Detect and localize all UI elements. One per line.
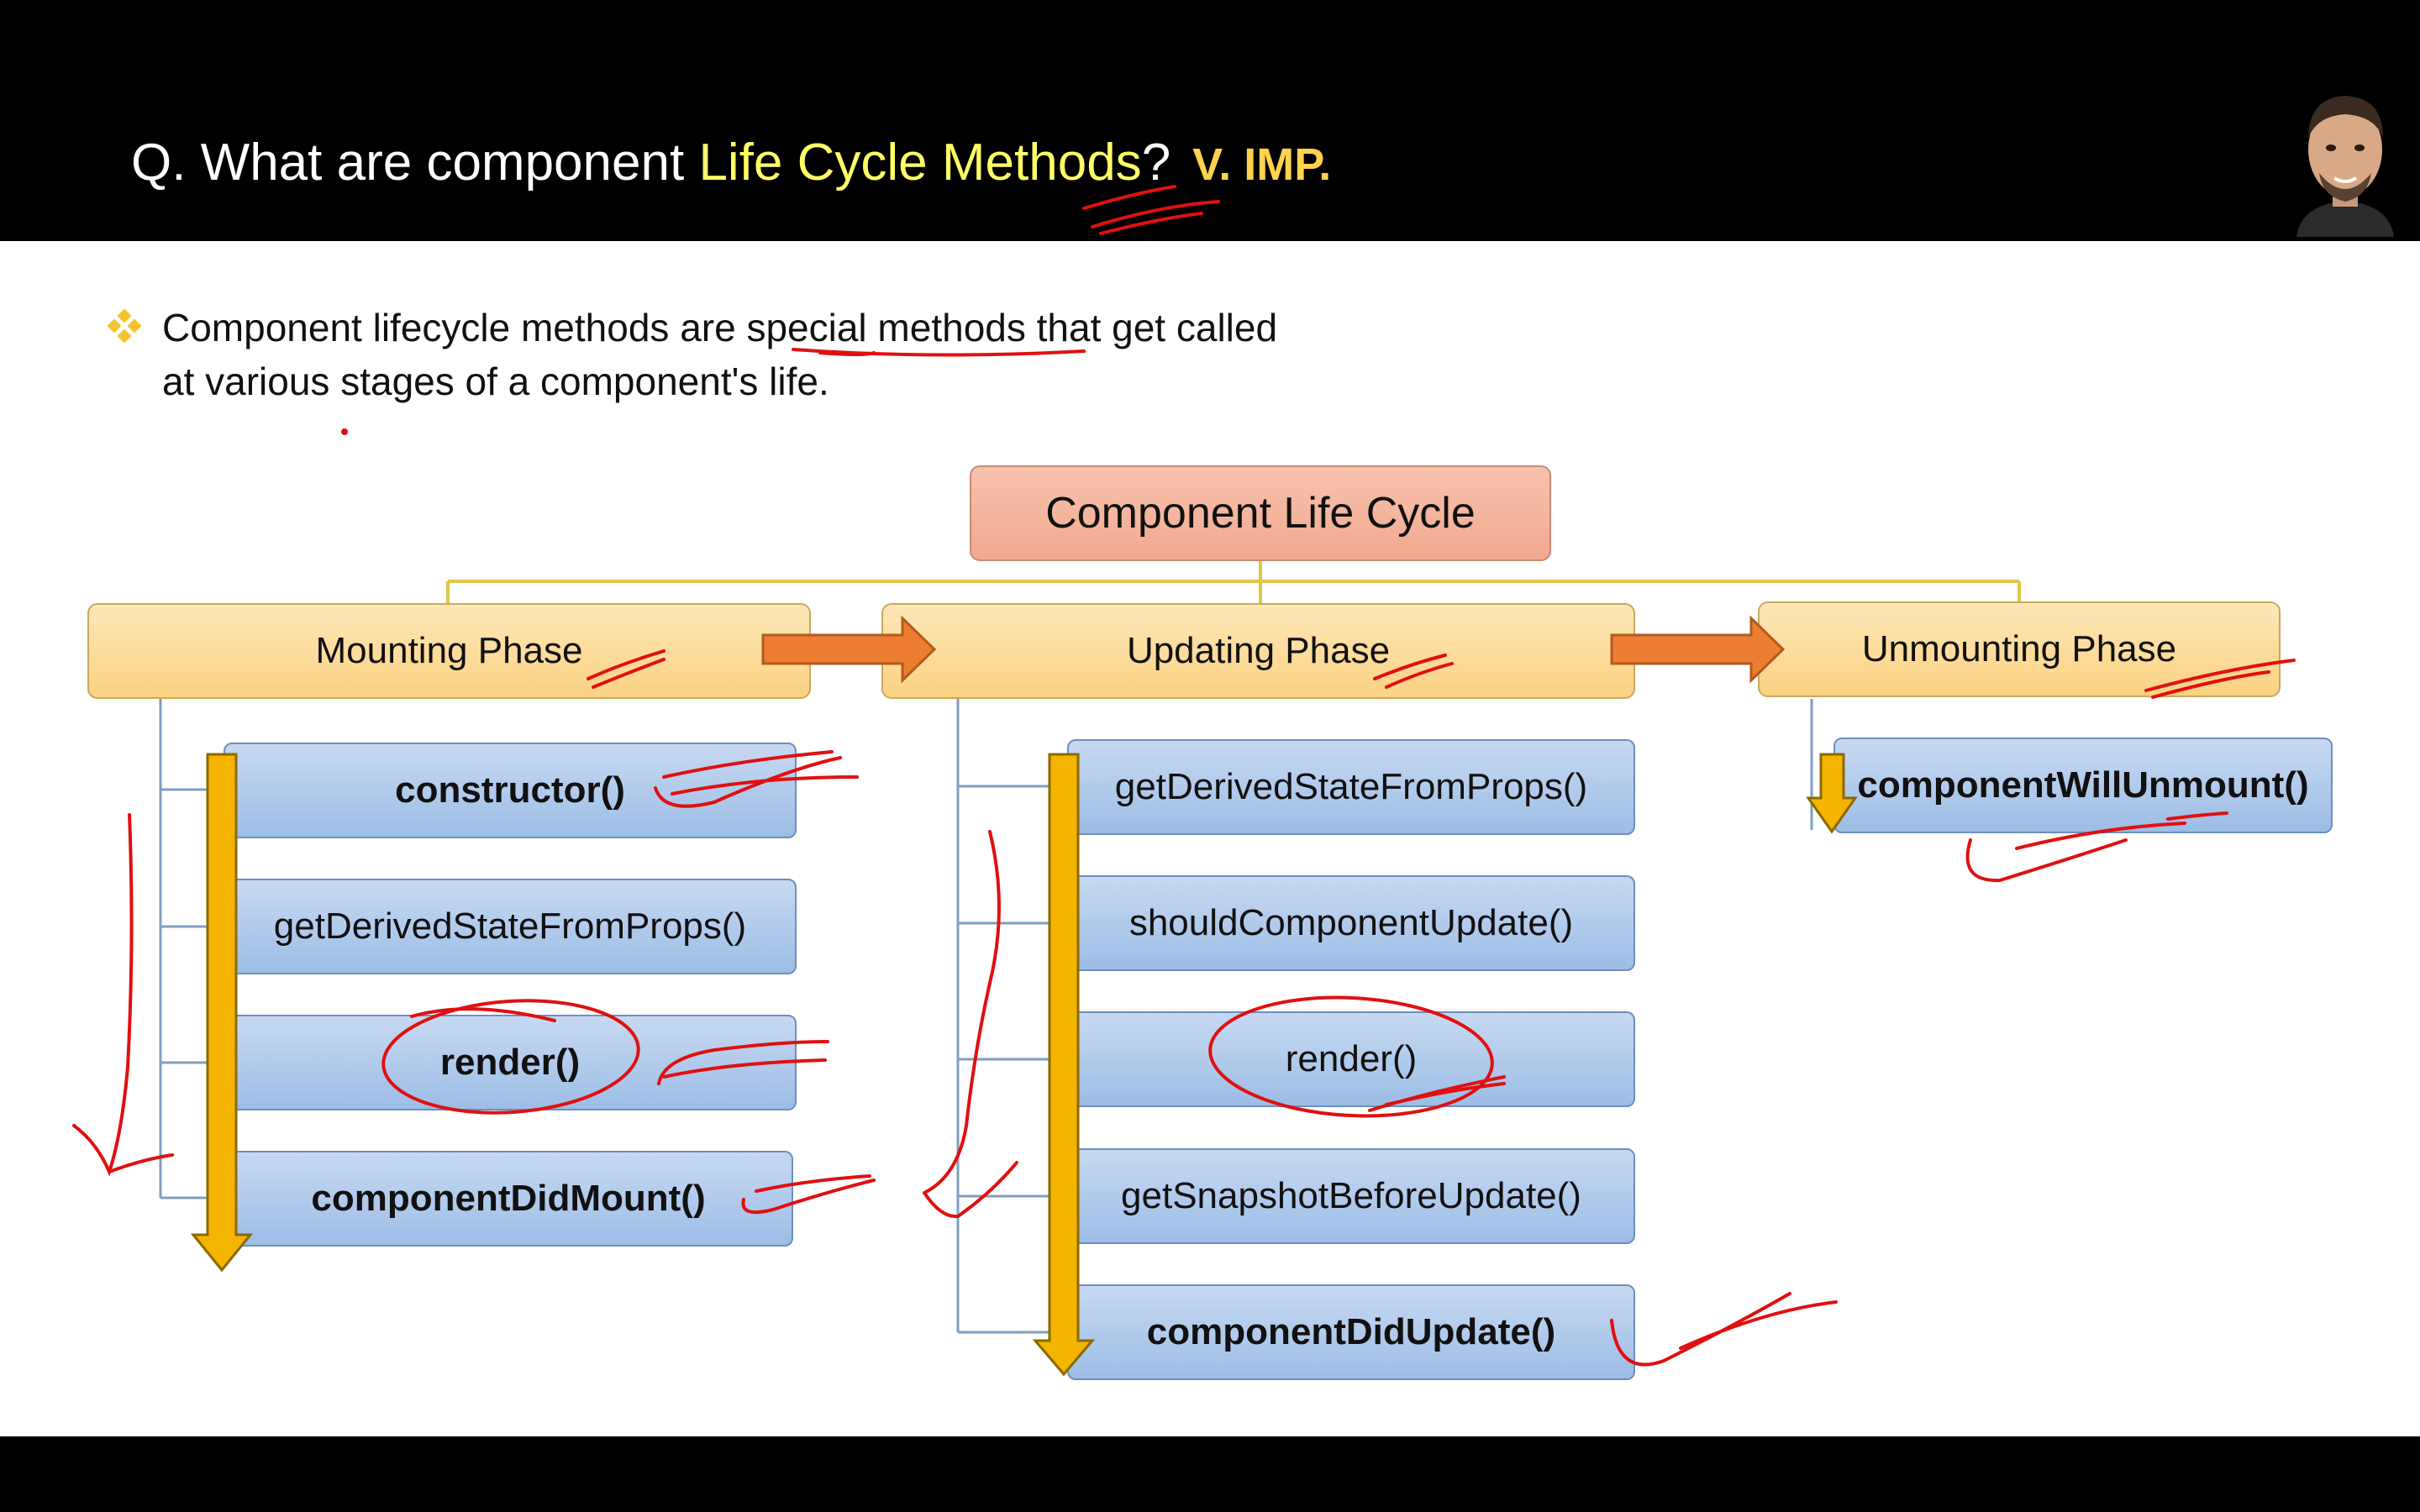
- method-label: componentDidMount(): [311, 1178, 706, 1219]
- mounting-method-get-derived-state: getDerivedStateFromProps(): [224, 879, 797, 974]
- diamond-bullet-icon: [108, 309, 141, 343]
- method-label: getDerivedStateFromProps(): [273, 906, 747, 947]
- updating-method-component-did-update: componentDidUpdate(): [1067, 1284, 1635, 1380]
- updating-method-get-derived-state: getDerivedStateFromProps(): [1067, 739, 1635, 835]
- slide-header: Q. What are component Life Cycle Methods…: [0, 0, 2420, 241]
- method-label: shouldComponentUpdate(): [1128, 902, 1574, 943]
- bullet-line-1: Component lifecycle methods are special …: [162, 306, 1278, 349]
- root-box: Component Life Cycle: [970, 465, 1551, 561]
- root-label: Component Life Cycle: [1045, 489, 1476, 538]
- mounting-method-constructor: constructor(): [224, 743, 797, 838]
- updating-method-render: render(): [1067, 1011, 1635, 1107]
- method-label: componentWillUnmount(): [1857, 764, 2309, 806]
- updating-method-get-snapshot: getSnapshotBeforeUpdate(): [1067, 1148, 1635, 1244]
- presenter-avatar: [2284, 79, 2407, 237]
- unmounting-method-component-will-unmount: componentWillUnmount(): [1833, 738, 2333, 833]
- updating-phase-box: Updating Phase: [881, 603, 1635, 699]
- title-prefix: Q. What are component: [131, 134, 699, 192]
- mounting-method-component-did-mount: componentDidMount(): [224, 1151, 793, 1247]
- slide-body: [0, 241, 2420, 1436]
- method-label: render(): [1285, 1038, 1418, 1079]
- slide-title: Q. What are component Life Cycle Methods…: [131, 133, 1331, 192]
- slide-footer: [0, 1436, 2420, 1512]
- method-label: getDerivedStateFromProps(): [1114, 766, 1588, 807]
- mounting-method-render: render(): [224, 1015, 797, 1110]
- title-highlight: Life Cycle Methods: [698, 134, 1142, 192]
- importance-badge: V. IMP.: [1192, 139, 1332, 190]
- updating-phase-label: Updating Phase: [1126, 630, 1391, 671]
- mounting-phase-label: Mounting Phase: [315, 630, 583, 671]
- method-label: render(): [439, 1042, 581, 1083]
- method-label: constructor(): [395, 769, 625, 811]
- bullet-line-2: at various stages of a component's life.: [162, 360, 829, 403]
- method-label: getSnapshotBeforeUpdate(): [1121, 1175, 1581, 1216]
- title-suffix: ?: [1141, 134, 1171, 192]
- mounting-phase-box: Mounting Phase: [87, 603, 811, 699]
- unmounting-phase-box: Unmounting Phase: [1758, 601, 2281, 697]
- bullet-text: Component lifecycle methods are special …: [162, 301, 1423, 408]
- method-label: componentDidUpdate(): [1146, 1311, 1556, 1352]
- unmounting-phase-label: Unmounting Phase: [1861, 628, 2177, 669]
- updating-method-should-component-update: shouldComponentUpdate(): [1067, 875, 1635, 971]
